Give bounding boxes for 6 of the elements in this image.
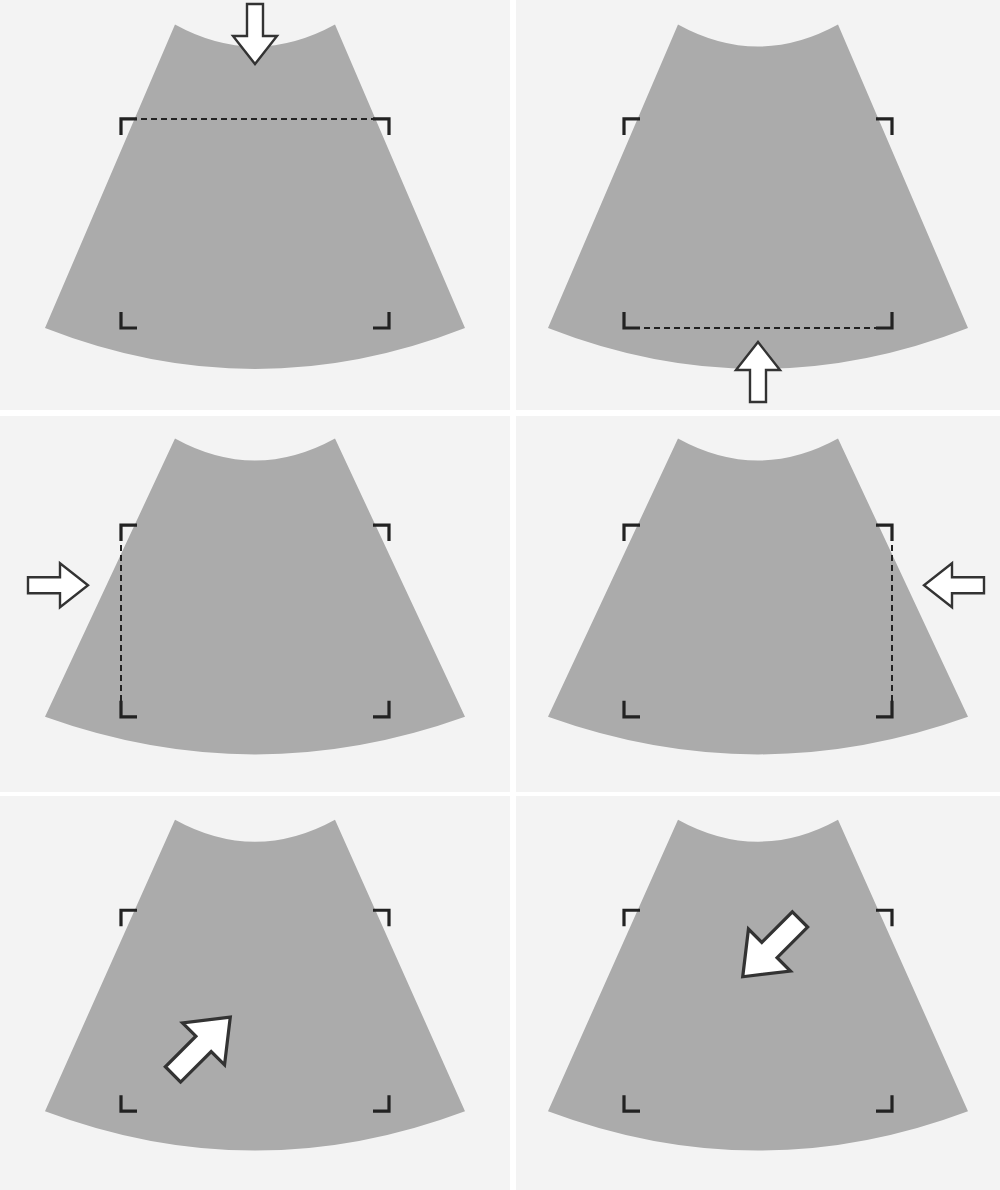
ultrasound-sector [45,819,465,1151]
ultrasound-sector [45,24,465,369]
ultrasound-sector [548,438,968,755]
ultrasound-sector [45,438,465,755]
ultrasound-sector [548,819,968,1151]
ultrasound-sector [548,24,968,369]
